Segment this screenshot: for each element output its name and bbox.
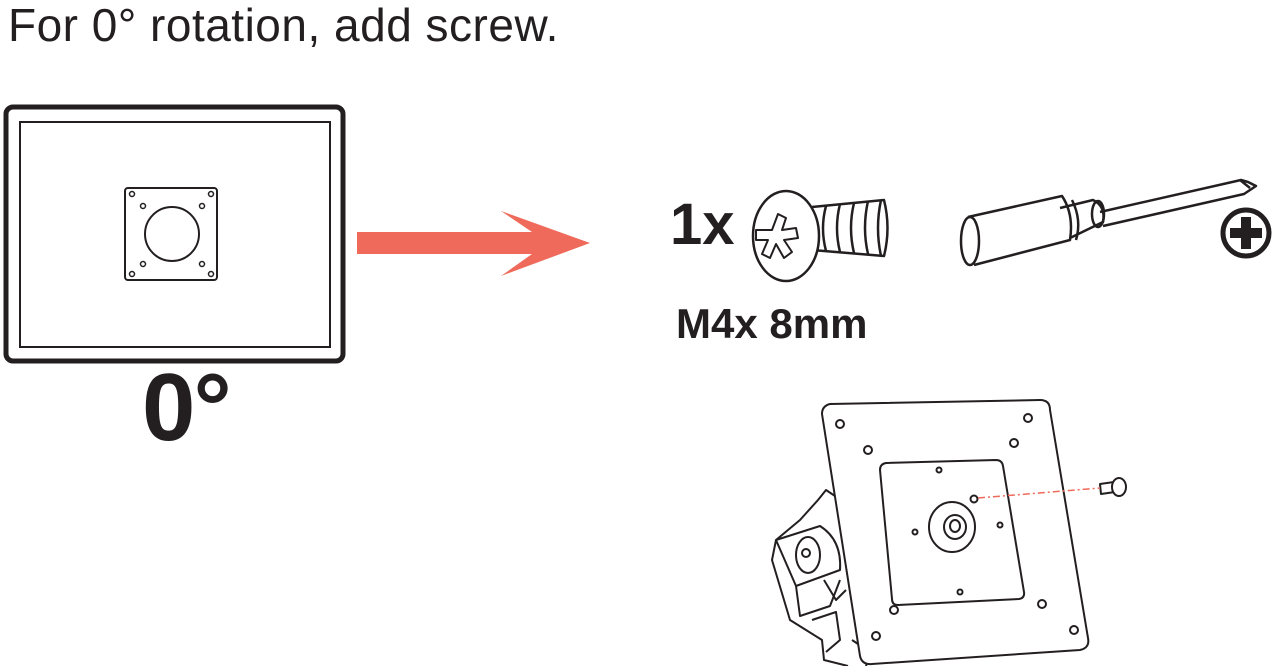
- screw-icon: [751, 189, 889, 283]
- screw-quantity-label: 1x: [670, 192, 735, 257]
- screw-size-label: M4x 8mm: [676, 300, 868, 347]
- phillips-plus-icon: [1220, 207, 1272, 259]
- phillips-screwdriver-icon: [959, 178, 1258, 267]
- mount-bracket-icon: [771, 399, 1127, 666]
- rotation-angle-label: 0°: [142, 354, 232, 461]
- instruction-heading: For 0° rotation, add screw.: [8, 0, 559, 51]
- monitor-back-icon: [3, 104, 346, 364]
- arrow-right-icon: [357, 211, 590, 276]
- screw-guide-line: [977, 487, 1101, 499]
